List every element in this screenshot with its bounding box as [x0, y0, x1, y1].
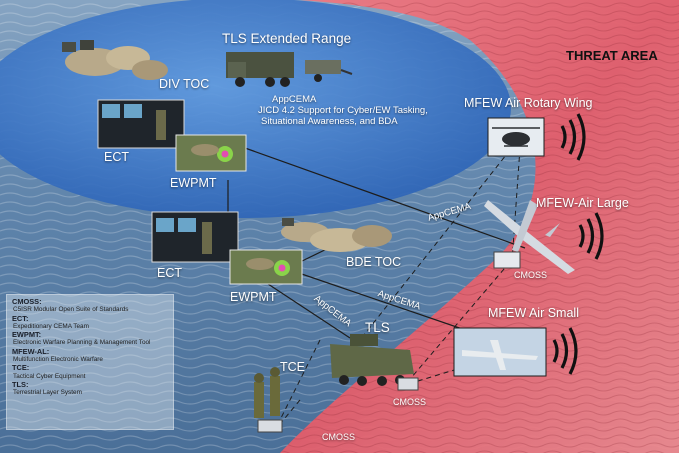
workstation-icon [151, 211, 239, 263]
div-toc-label: DIV TOC [159, 77, 210, 91]
helicopter-icon [487, 117, 545, 157]
acronym-legend: CMOSS: C5ISR Modular Open Suite of Stand… [6, 294, 174, 430]
legend-definition: Tactical Cyber Equipment [13, 372, 86, 380]
map-screen-icon [229, 249, 303, 285]
appcema-detail-line-1: JICD 4.2 Support for Cyber/EW Tasking, [258, 105, 428, 116]
legend-term: ECT: [12, 313, 29, 323]
drone-icon [484, 200, 575, 274]
mfew-air-large-label: MFEW-Air Large [536, 196, 629, 210]
legend-term: MFEW-AL: [12, 346, 50, 356]
radio-box-icon [397, 377, 419, 391]
signal-waves-icon [552, 327, 578, 375]
tls-extended-range-label: TLS Extended Range [222, 31, 352, 46]
cmoss-tls-label: CMOSS [393, 397, 427, 407]
legend-term: EWPMT: [12, 330, 42, 340]
legend-definition: Electronic Warfare Planning & Management… [13, 339, 151, 347]
ect-bottom-label: ECT [157, 266, 182, 280]
cmoss-large-label: CMOSS [514, 270, 548, 280]
legend-definition: C5ISR Modular Open Suite of Standards [13, 306, 129, 314]
legend-definition: Expeditionary CEMA Team [13, 322, 89, 330]
appcema-header: AppCEMA [272, 94, 317, 105]
soldiers-icon [254, 367, 280, 418]
mfew-air-small-label: MFEW Air Small [488, 306, 579, 320]
radio-box-icon [493, 251, 521, 269]
armored-vehicle-icon [330, 334, 414, 386]
map-screen-icon [175, 134, 247, 172]
trailer-icon [305, 60, 353, 82]
truck-icon [226, 52, 294, 87]
ewpmt-bottom-label: EWPMT [230, 290, 277, 304]
cmoss-tce-label: CMOSS [322, 432, 356, 442]
legend-term: CMOSS: [12, 297, 42, 306]
drone-icon [453, 327, 547, 377]
tent-icon [62, 40, 168, 80]
signal-waves-icon [560, 113, 586, 161]
workstation-icon [97, 99, 185, 149]
legend-term: TCE: [12, 363, 30, 373]
signal-waves-icon [578, 212, 604, 260]
tls-label: TLS [365, 320, 390, 335]
tce-label: TCE [280, 360, 305, 374]
bde-toc-label: BDE TOC [346, 255, 402, 269]
legend-definition: Terrestrial Layer System [13, 389, 82, 397]
appcema-detail-line-2: Situational Awareness, and BDA [261, 116, 398, 127]
ewpmt-top-label: EWPMT [170, 176, 217, 190]
ect-top-label: ECT [104, 150, 129, 164]
tent-icon [281, 218, 392, 252]
legend-term: TLS: [12, 379, 29, 389]
mfew-air-rotary-wing-label: MFEW Air Rotary Wing [464, 96, 593, 110]
radio-box-icon [257, 419, 283, 433]
legend-definition: Multifunction Electronic Warfare [13, 356, 103, 364]
threat-area-label: THREAT AREA [566, 48, 658, 63]
